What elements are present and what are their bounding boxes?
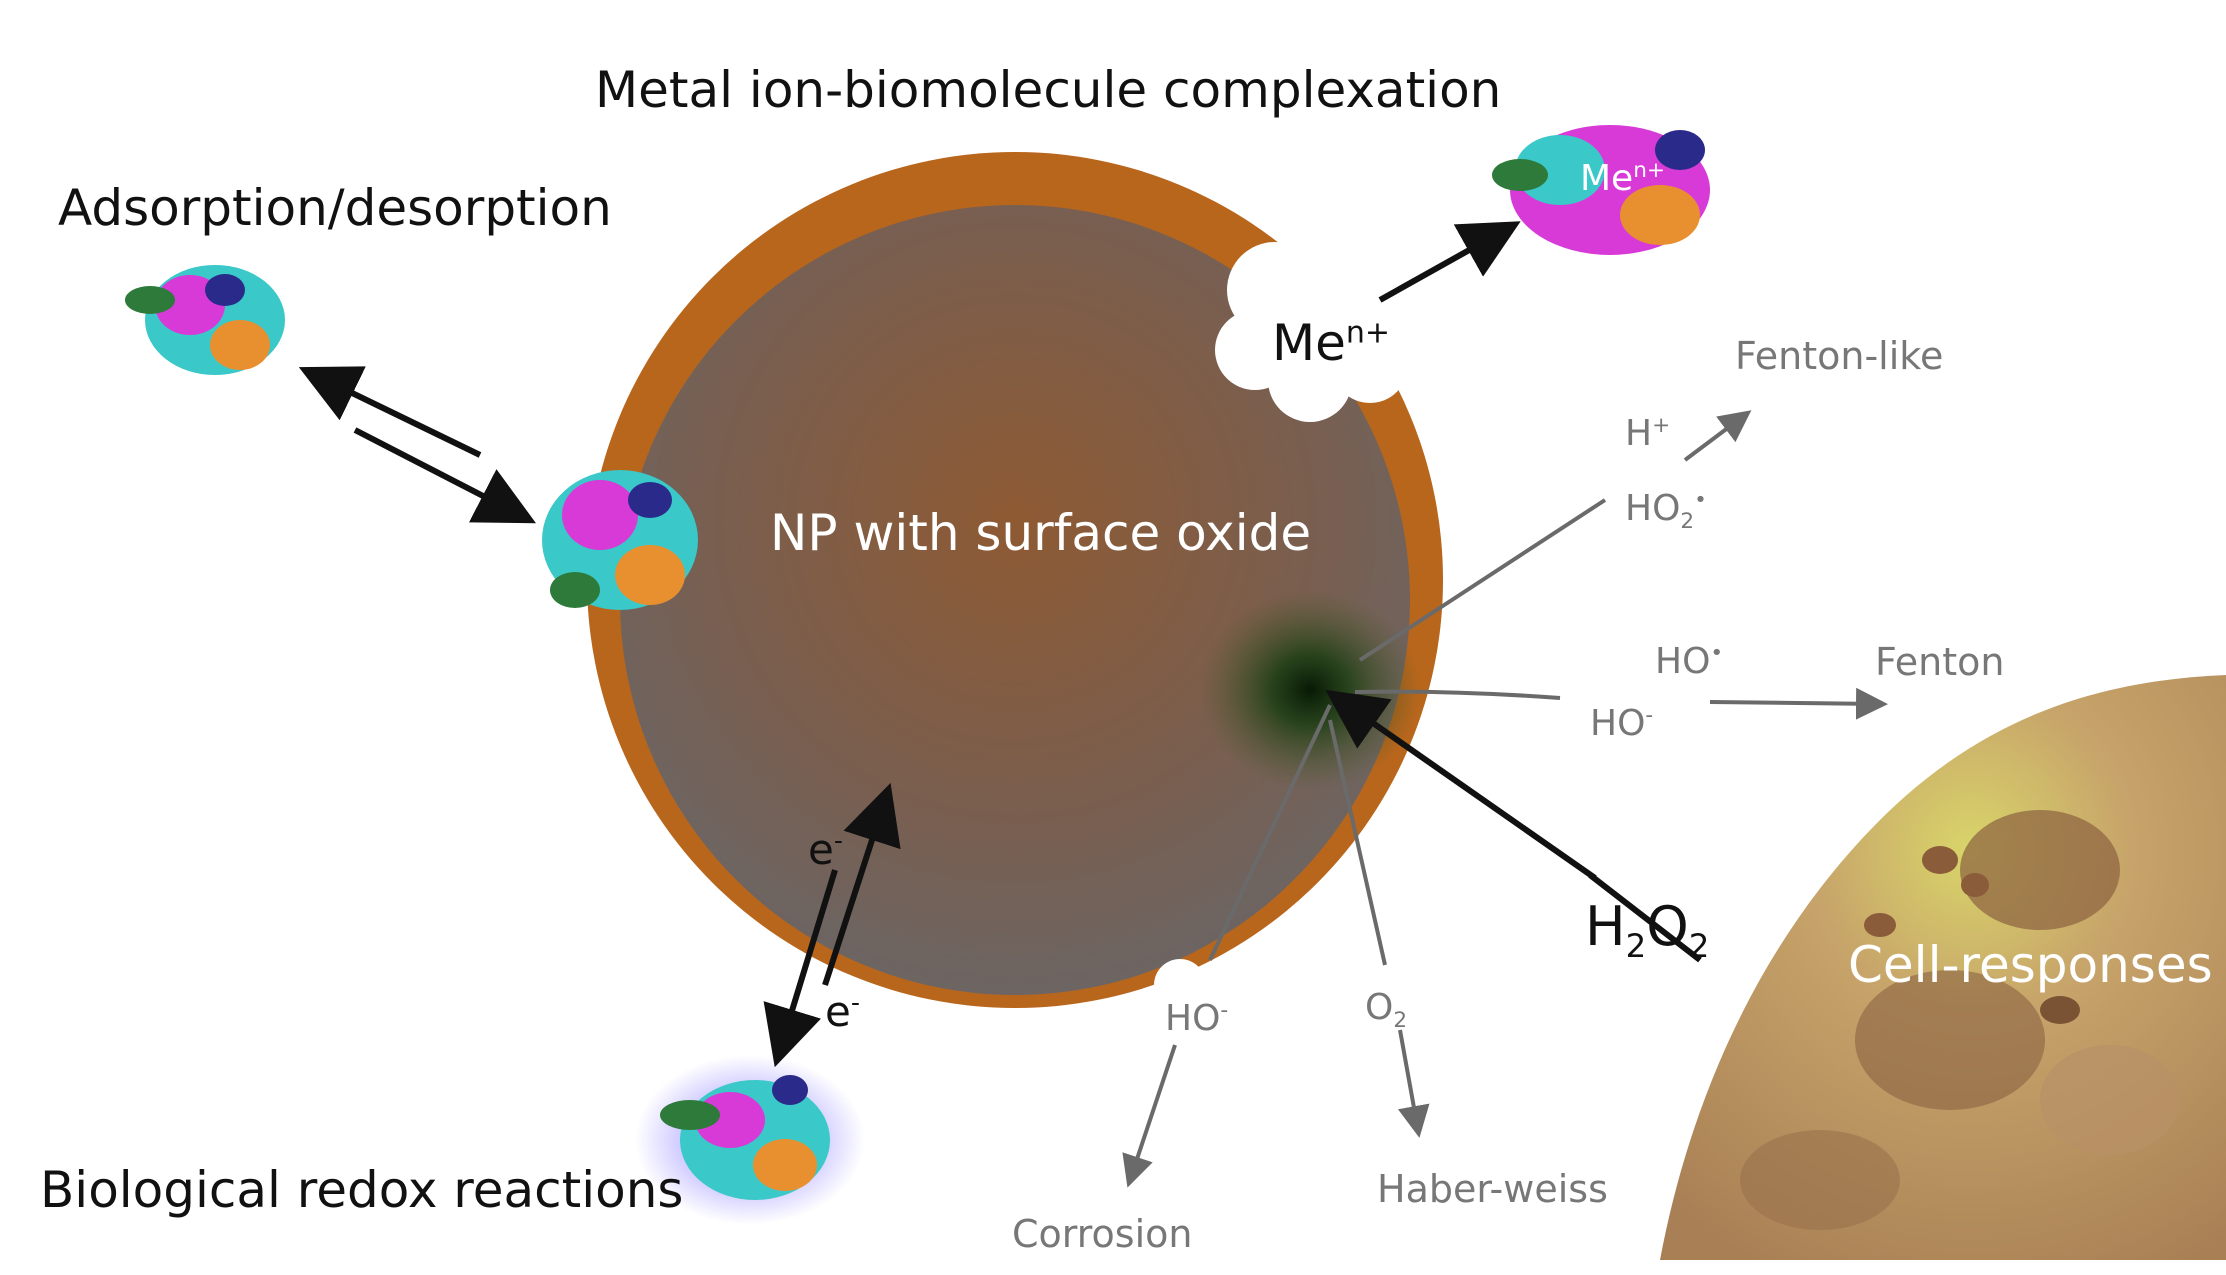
species-o2: O2 xyxy=(1365,990,1407,1032)
species-o2-base: O xyxy=(1365,987,1394,1028)
species-ho-minus-bottom-sup: - xyxy=(1220,998,1229,1023)
species-electron-lower-sup: - xyxy=(850,988,860,1017)
protein-adsorbed xyxy=(542,470,698,610)
label-metal-complexation: Metal ion-biomolecule complexation xyxy=(595,61,1502,119)
species-h-plus: H+ xyxy=(1625,415,1670,452)
species-men-base: Me xyxy=(1272,314,1346,372)
metal-release-arrow xyxy=(1378,221,1521,303)
label-np: NP with surface oxide xyxy=(770,504,1312,562)
species-men-protein-charge: n+ xyxy=(1633,158,1665,183)
species-men: Men+ xyxy=(1272,318,1390,368)
species-h-plus-base: H xyxy=(1625,413,1653,454)
species-electron-lower: e- xyxy=(825,990,860,1033)
label-redox: Biological redox reactions xyxy=(40,1161,684,1219)
species-ho-radical-sup: • xyxy=(1710,641,1724,666)
protein-metal-complex xyxy=(1492,125,1710,255)
species-men-protein: Men+ xyxy=(1580,160,1665,197)
label-cell-responses: Cell-responses xyxy=(1848,936,2213,994)
species-ho-minus-bottom-base: HO xyxy=(1165,998,1221,1039)
species-electron-upper: e- xyxy=(808,828,843,871)
species-electron-upper-sup: - xyxy=(833,826,843,855)
species-h2o2-sub1: 2 xyxy=(1625,926,1647,965)
species-ho-radical: HO• xyxy=(1655,643,1723,680)
species-o2-sub: 2 xyxy=(1393,1008,1408,1034)
h2o2-arrow xyxy=(1325,689,1702,963)
species-ho-minus-right: HO- xyxy=(1590,705,1653,742)
species-h2o2-o: O xyxy=(1646,895,1689,958)
species-h2o2-sub2: 2 xyxy=(1688,926,1710,965)
label-fenton-like: Fenton-like xyxy=(1735,334,1944,378)
cell-illustration xyxy=(1660,675,2226,1260)
species-ho2-sup: • xyxy=(1694,488,1707,513)
species-electron-lower-base: e xyxy=(825,987,851,1036)
species-h-plus-charge: + xyxy=(1652,413,1671,438)
species-men-charge: n+ xyxy=(1345,315,1391,351)
adsorption-arrows xyxy=(298,366,537,524)
label-corrosion: Corrosion xyxy=(1012,1212,1193,1256)
protein-top-left xyxy=(125,265,285,375)
label-haber-weiss: Haber-weiss xyxy=(1377,1167,1608,1211)
protein-redox xyxy=(635,1055,865,1225)
species-ho-minus-right-base: HO xyxy=(1590,703,1646,744)
species-ho2-radical: HO2• xyxy=(1625,490,1707,533)
species-h2o2-h: H xyxy=(1585,895,1626,958)
species-ho-minus-bottom: HO- xyxy=(1165,1000,1228,1037)
label-adsorption: Adsorption/desorption xyxy=(58,179,612,237)
species-h2o2: H2O2 xyxy=(1585,900,1709,962)
electron-transfer-arrows xyxy=(763,782,901,1068)
species-ho-minus-right-sup: - xyxy=(1645,703,1654,728)
species-ho2-base: HO xyxy=(1625,488,1681,529)
species-ho-radical-base: HO xyxy=(1655,641,1711,682)
species-ho2-sub: 2 xyxy=(1680,509,1695,535)
label-fenton: Fenton xyxy=(1875,640,2005,684)
nanoparticle xyxy=(587,152,1443,1011)
species-men-protein-base: Me xyxy=(1580,158,1634,199)
species-electron-upper-base: e xyxy=(808,825,834,874)
reaction-paths xyxy=(1122,410,1888,1188)
